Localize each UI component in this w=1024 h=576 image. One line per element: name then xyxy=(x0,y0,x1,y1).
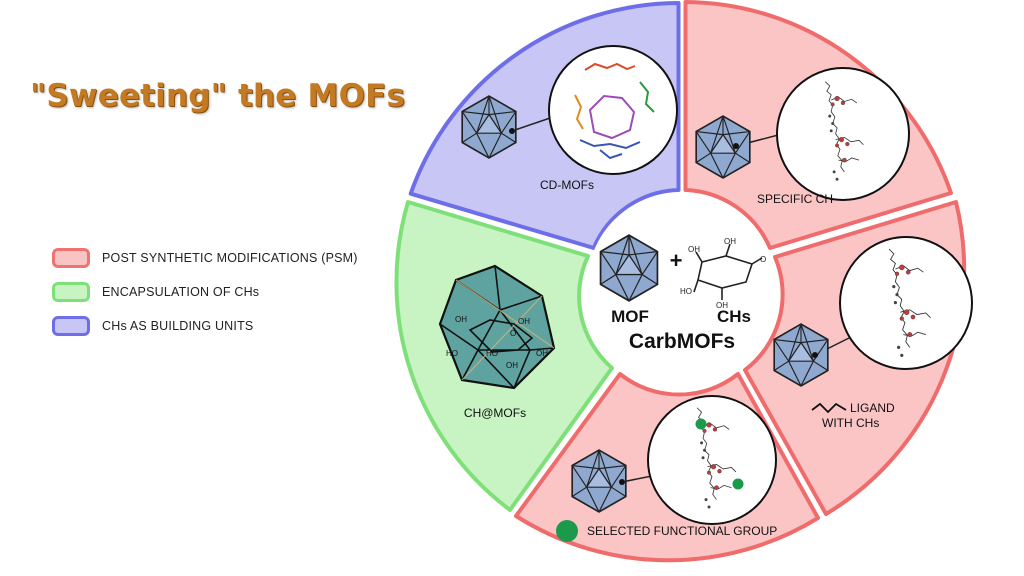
legend-swatch-encapsulation xyxy=(52,282,90,302)
ch-at-mofs-oh-4: OH xyxy=(506,361,518,370)
ch-at-mofs-ho-1: HO xyxy=(446,349,458,358)
page-title: "Sweeting" the MOFs xyxy=(30,78,406,114)
glucose-oh-2: OH xyxy=(724,237,736,246)
functional-group-legend-dot xyxy=(556,520,578,542)
legend-item-building-units: CHs AS BUILDING UNITS xyxy=(52,309,358,343)
legend-swatch-building-units xyxy=(52,316,90,336)
ch-at-mofs-ho-2: HO xyxy=(486,349,498,358)
ligand-squiggle-icon xyxy=(811,402,847,414)
center-plus: + xyxy=(670,248,683,273)
specific-ch-label: SPECIFIC CH xyxy=(757,192,833,206)
ch-at-mofs-atom-labels: OH OH O HO HO OH OH xyxy=(446,315,548,370)
center-title: CarbMOFs xyxy=(629,330,735,353)
glucose-o: O xyxy=(760,255,766,264)
ch-at-mofs-o: O xyxy=(510,329,516,338)
ch-at-mofs-oh-3: OH xyxy=(536,349,548,358)
specific-ch-structure-bubble xyxy=(776,67,910,201)
cd-mofs-label: CD-MOFs xyxy=(540,178,594,192)
legend-label-encapsulation: ENCAPSULATION OF CHs xyxy=(102,285,260,299)
functional-group-dot-1 xyxy=(695,418,707,430)
ligand-label-line1: LIGAND xyxy=(850,401,895,415)
legend-label-building-units: CHs AS BUILDING UNITS xyxy=(102,319,254,333)
glucose-atom-labels: OH OH O HO OH xyxy=(680,237,766,310)
cd-mofs-structure-bubble xyxy=(548,45,678,175)
legend-item-psm: POST SYNTHETIC MODIFICATIONS (PSM) xyxy=(52,241,358,275)
ligand-structure-bubble xyxy=(839,236,973,370)
functional-group-dot-2 xyxy=(732,478,744,490)
ligand-label-line2: WITH CHs xyxy=(822,416,879,430)
ch-at-mofs-mof-icon xyxy=(438,264,556,390)
glucose-oh-1: OH xyxy=(688,245,700,254)
glucose-oh-3: OH xyxy=(716,301,728,310)
ch-at-mofs-oh-2: OH xyxy=(518,317,530,326)
center-mof-label: MOF xyxy=(611,307,649,326)
glucose-ho: HO xyxy=(680,287,692,296)
legend-item-encapsulation: ENCAPSULATION OF CHs xyxy=(52,275,358,309)
center-glucose-icon xyxy=(693,243,763,300)
center-chs-label: CHs xyxy=(717,307,751,326)
legend: POST SYNTHETIC MODIFICATIONS (PSM) ENCAP… xyxy=(52,241,358,343)
legend-label-psm: POST SYNTHETIC MODIFICATIONS (PSM) xyxy=(102,251,358,265)
ch-at-mofs-label: CH@MOFs xyxy=(464,406,526,420)
selected-group-structure-bubble xyxy=(647,395,777,525)
selected-group-label: SELECTED FUNCTIONAL GROUP xyxy=(587,524,777,538)
cyclodextrin-structure xyxy=(574,62,655,160)
legend-swatch-psm xyxy=(52,248,90,268)
ch-at-mofs-oh-1: OH xyxy=(455,315,467,324)
